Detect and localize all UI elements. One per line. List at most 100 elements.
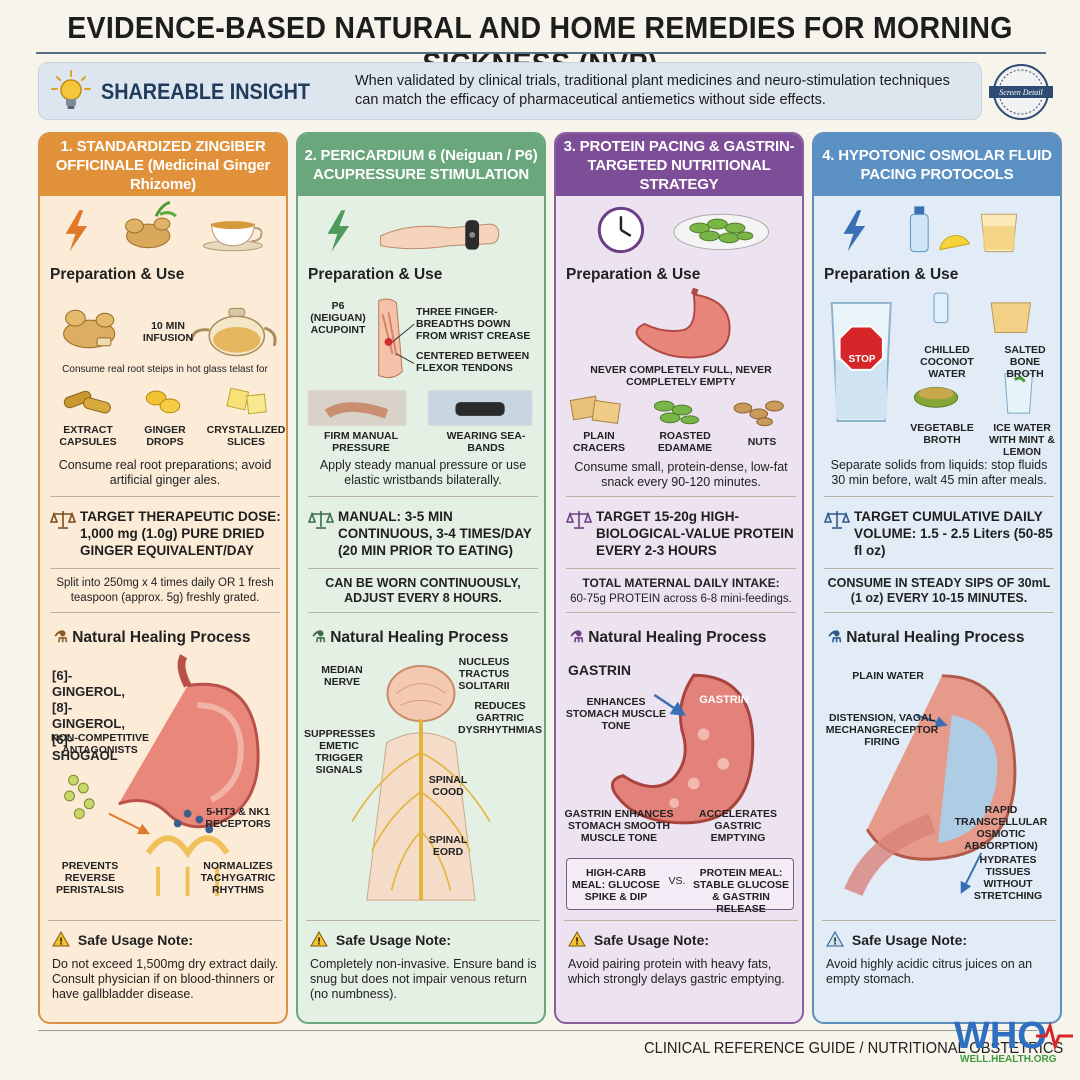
svg-text:!: ! — [59, 937, 62, 948]
column-title: 1. STANDARDIZED ZINGIBER OFFICINALE (Med… — [40, 134, 286, 196]
lightning-icon — [65, 210, 88, 252]
stop-label: STOP — [848, 354, 876, 365]
warning-icon: ! — [826, 931, 844, 947]
nervous-system-illustration — [351, 664, 491, 901]
seal-icon: Screen Detail — [989, 64, 1053, 120]
column-acupressure: 2. PERICARDIUM 6 (Neiguan / P6) ACUPRESS… — [296, 132, 546, 1024]
balance-scale-icon — [308, 511, 334, 529]
flask-icon: ⚗ — [828, 629, 842, 646]
healing-label: NORMALIZES TACHYGATRIC RHYTHMS — [200, 860, 276, 896]
healing-label: [6]-GINGEROL, [8]-GINGEROL, [6]-SHOGAOL — [52, 668, 125, 763]
fluid-label: ICE WATER WITH MINT & LEMON — [989, 422, 1055, 458]
fluid-header-illustration — [843, 206, 1018, 253]
comparison-label: PROTEIN MEAL: STABLE GLUCOSE & GASTRIN R… — [692, 867, 790, 915]
fluid-label: CHILLED COCONOT WATER — [920, 344, 974, 380]
warning-icon: ! — [52, 931, 70, 947]
form-label: EXTRACT CAPSULES — [59, 424, 117, 448]
column-title: 4. HYPOTONIC OSMOLAR FLUID PACING PROTOC… — [814, 134, 1060, 196]
column-ginger: 1. STANDARDIZED ZINGIBER OFFICINALE (Med… — [38, 132, 288, 1024]
note-heading: ! Safe Usage Note: — [568, 931, 709, 948]
ginger-forms-illustration — [63, 387, 267, 415]
footer-reference: CLINICAL REFERENCE GUIDE / NUTRITIONAL O… — [644, 1040, 1064, 1057]
footer: CLINICAL REFERENCE GUIDE / NUTRITIONAL O… — [0, 1030, 1080, 1080]
insight-text: When validated by clinical trials, tradi… — [355, 73, 950, 108]
flask-icon: ⚗ — [54, 629, 68, 646]
acupoint-label: THREE FINGER-BREADTHS DOWN FROM WRIST CR… — [416, 306, 531, 342]
lightning-icon — [843, 210, 866, 252]
food-label: NUTS — [747, 436, 777, 448]
crystallized-slices-icon — [226, 387, 267, 415]
divider — [566, 496, 796, 497]
wrist-band-icon — [380, 220, 500, 250]
logo-text: WHO — [954, 1015, 1047, 1057]
healing-label: 5-HT3 & NK1 RECEPTORS — [205, 806, 271, 830]
note-heading: ! Safe Usage Note: — [310, 931, 451, 948]
prep-text: Consume real root preparations; avoid ar… — [58, 458, 272, 487]
fluids-illustration — [830, 292, 1033, 422]
healing-label: GASTRIN — [699, 694, 749, 706]
healing-heading-label: Natural Healing Process — [846, 629, 1025, 646]
pressure-methods-illustration — [307, 390, 533, 426]
divider — [566, 612, 796, 613]
note-text: Avoid pairing protein with heavy fats, w… — [568, 957, 785, 986]
note-text: Avoid highly acidic citrus juices on an … — [826, 957, 1033, 986]
column-protein: 3. PROTEIN PACING & GASTRIN-TARGETED NUT… — [554, 132, 804, 1024]
safe-usage-note: ! Safe Usage Note: Completely non-invasi… — [306, 920, 540, 1012]
footer-divider — [38, 1030, 1038, 1031]
dose-block: TARGET THERAPEUTIC DOSE: 1,000 mg (1.0g)… — [50, 508, 282, 559]
ginger-healing-illustration — [64, 654, 260, 897]
column-title: 2. PERICARDIUM 6 (Neiguan / P6) ACUPRESS… — [298, 134, 544, 196]
healing-label: REDUCES GARTRIC DYSRHYTHMIAS — [457, 700, 542, 736]
healing-label: MEDIAN NERVE — [321, 664, 363, 688]
prep-text: Separate solids from liquids: stop fluid… — [830, 458, 1048, 487]
juice-glass-icon — [980, 213, 1018, 253]
capsules-icon — [63, 390, 111, 414]
healing-label: RAPID TRANSCELLULAR OSMOTIC ABSORPTION) — [954, 804, 1048, 852]
warning-icon: ! — [568, 931, 586, 947]
meal-comparison-box: HIGH-CARB MEAL: GLUCOSE SPIKE & DIP VS. … — [566, 858, 794, 915]
comparison-vs: VS. — [668, 875, 686, 887]
healing-label: NUCLEUS TRACTUS SOLITARII — [458, 656, 510, 692]
prep-text: Consume small, protein-dense, low-fat sn… — [574, 460, 788, 489]
column-title: 3. PROTEIN PACING & GASTRIN-TARGETED NUT… — [556, 134, 802, 196]
tea-cup-icon — [202, 221, 263, 252]
note-heading: ! Safe Usage Note: — [826, 931, 967, 948]
edamame-plate-icon — [673, 213, 770, 251]
flask-icon: ⚗ — [570, 629, 584, 646]
lightning-icon — [327, 210, 350, 252]
healing-label: HYDRATES TISSUES WITHOUT STRETCHING — [973, 854, 1043, 902]
who-logo[interactable]: WHO WELL.HEALTH.ORG — [952, 1008, 1078, 1066]
forearm-acupoint-illustration — [378, 298, 415, 379]
snack-foods-illustration — [569, 395, 784, 427]
infusion-caption: Consume real root steips in hot glass te… — [62, 364, 268, 375]
healing-heading-label: Natural Healing Process — [588, 629, 767, 646]
crackers-icon — [569, 395, 621, 425]
healing-label: GASTRIN ENHANCES STOMACH SMOOTH MUSCLE T… — [564, 808, 674, 844]
note-heading-label: Safe Usage Note: — [851, 932, 968, 948]
healing-label: PLAIN WATER — [852, 670, 924, 682]
balance-scale-icon — [50, 511, 76, 529]
prep-heading: Preparation & Use — [50, 266, 185, 283]
dose-sub: CONSUME IN STEADY SIPS OF 30mL (1 oz) EV… — [827, 576, 1051, 605]
water-bottle-icon — [909, 206, 929, 253]
divider — [308, 496, 538, 497]
fluid-label: SALTED BONE BROTH — [1004, 344, 1046, 380]
healing-heading: ⚗ Natural Healing Process — [54, 628, 251, 647]
note-text: Completely non-invasive. Ensure band is … — [310, 957, 537, 1001]
infusion-label: 10 MIN INFUSION — [142, 320, 194, 344]
note-heading: ! Safe Usage Note: — [52, 931, 193, 948]
divider — [308, 612, 538, 613]
prep-heading: Preparation & Use — [566, 266, 701, 283]
safe-usage-note: ! Safe Usage Note: Do not exceed 1,500mg… — [48, 920, 282, 1012]
healing-heading-label: Natural Healing Process — [72, 629, 251, 646]
dose-text: TARGET 15-20g HIGH-BIOLOGICAL-VALUE PROT… — [596, 509, 794, 558]
acupressure-header-illustration — [327, 210, 500, 252]
healing-label: DISTENSION, VAGAL MECHANGRECEPTOR FIRING — [825, 712, 939, 748]
dose-sub: CAN BE WORN CONTINUOUSLY, ADJUST EVERY 8… — [325, 576, 521, 605]
comparison-label: HIGH-CARB MEAL: GLUCOSE SPIKE & DIP — [571, 867, 661, 903]
column-fluid: 4. HYPOTONIC OSMOLAR FLUID PACING PROTOC… — [812, 132, 1062, 1024]
seal-text: Screen Detail — [999, 88, 1043, 97]
note-text: Do not exceed 1,500mg dry extract daily.… — [52, 957, 279, 1001]
svg-text:!: ! — [317, 937, 320, 948]
ginger-teapot-illustration — [63, 307, 277, 357]
